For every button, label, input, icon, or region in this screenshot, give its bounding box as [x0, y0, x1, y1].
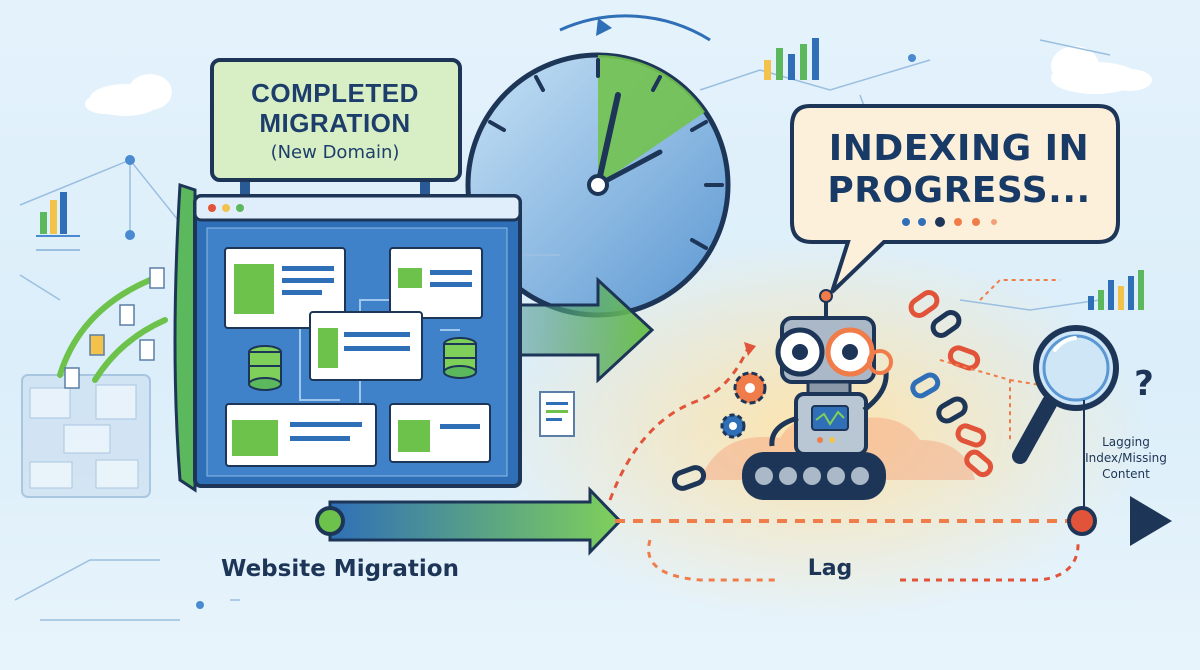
lag-bracket-right	[900, 539, 1080, 582]
chain-link-icon	[671, 290, 994, 491]
lag-path	[608, 347, 750, 501]
document-icon	[64, 267, 165, 389]
sign-subtitle: (New Domain)	[270, 142, 400, 163]
bubble-title-line1: INDEXING IN	[828, 128, 1090, 169]
magnifier-icon	[1012, 325, 1119, 464]
gear-icon	[720, 413, 746, 439]
bar-chart-icon	[1088, 270, 1144, 310]
migration-milestone	[315, 506, 345, 536]
migration-label: Website Migration	[221, 556, 459, 582]
bubble-title: INDEXING IN PROGRESS...	[804, 128, 1114, 212]
bar-chart-icon	[764, 38, 819, 80]
timeline-migration-arrow	[328, 486, 623, 556]
old-site-window	[21, 374, 151, 498]
progress-dots	[902, 217, 997, 227]
server-icon	[443, 337, 477, 379]
question-mark: ?	[1134, 364, 1154, 404]
cloud-icon	[1051, 46, 1152, 94]
lag-bracket-left	[647, 539, 780, 582]
lag-label: Lag	[807, 556, 853, 581]
sign-title: COMPLETED MIGRATION	[222, 78, 448, 138]
sign-title-line2: MIGRATION	[259, 108, 411, 138]
indexing-speech-bubble	[790, 104, 1120, 294]
new-site-window	[173, 182, 522, 493]
cloud-icon	[85, 74, 172, 116]
timer-icon	[465, 14, 731, 318]
server-icon	[248, 345, 282, 391]
timeline	[0, 486, 1172, 556]
lagging-note-line1: Lagging	[1102, 435, 1150, 449]
lagging-note: Lagging Index/Missing Content	[1062, 434, 1190, 482]
lagging-note-line2: Index/Missing	[1085, 451, 1167, 465]
robot-icon	[742, 289, 893, 500]
gear-icon	[733, 371, 767, 405]
migration-sign	[210, 58, 462, 208]
sign-title-line1: COMPLETED	[251, 78, 419, 108]
bubble-title-line2: PROGRESS...	[827, 170, 1091, 211]
lagging-note-line3: Content	[1102, 467, 1150, 481]
document-icon	[539, 391, 575, 437]
bar-chart-icon	[36, 192, 80, 251]
transfer-arrows	[57, 277, 168, 383]
index-milestone	[1067, 506, 1097, 536]
